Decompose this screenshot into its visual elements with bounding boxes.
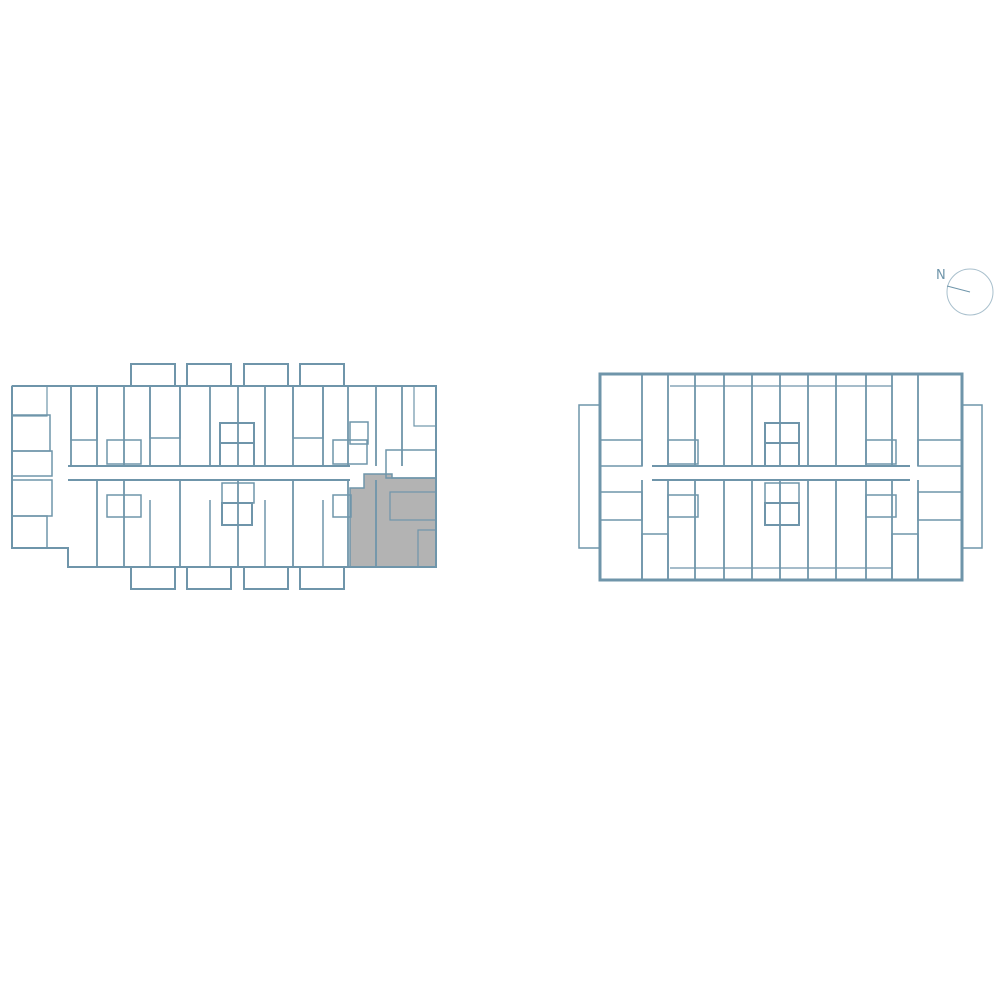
room <box>11 515 48 549</box>
compass-label: N <box>936 268 946 283</box>
balcony <box>243 363 289 387</box>
elevator <box>221 502 253 526</box>
north-compass-icon: N <box>936 268 994 316</box>
side-balcony <box>578 404 601 549</box>
room <box>11 450 53 477</box>
bathroom <box>106 439 142 465</box>
balcony <box>130 566 176 590</box>
room <box>413 385 437 427</box>
stair-core <box>219 422 255 444</box>
exterior-wall <box>598 372 964 582</box>
elevator <box>764 442 800 467</box>
bathroom <box>667 494 699 518</box>
balcony <box>186 363 232 387</box>
balcony <box>130 363 176 387</box>
stair-core <box>764 422 800 444</box>
bathroom <box>332 494 352 518</box>
room <box>389 491 437 521</box>
elevator <box>764 502 800 526</box>
bathroom <box>667 439 699 465</box>
balcony <box>186 566 232 590</box>
stairwell <box>764 482 800 504</box>
room <box>385 449 437 479</box>
room <box>641 533 669 581</box>
right-building <box>578 372 983 582</box>
room <box>891 533 919 581</box>
balcony <box>299 363 345 387</box>
room <box>292 385 324 439</box>
room <box>917 491 963 521</box>
bathroom <box>865 439 897 465</box>
room <box>417 529 437 568</box>
room <box>11 385 48 417</box>
left-building <box>11 363 437 590</box>
room <box>149 385 181 439</box>
room <box>599 439 643 467</box>
balcony <box>243 566 289 590</box>
room <box>70 385 98 441</box>
elevator <box>219 442 255 467</box>
room <box>11 414 51 452</box>
room <box>917 439 963 467</box>
bathroom <box>349 421 369 445</box>
bathroom <box>106 494 142 518</box>
room <box>11 479 53 517</box>
bathroom <box>865 494 897 518</box>
side-balcony <box>961 404 983 549</box>
room <box>599 491 643 521</box>
balcony <box>299 566 345 590</box>
